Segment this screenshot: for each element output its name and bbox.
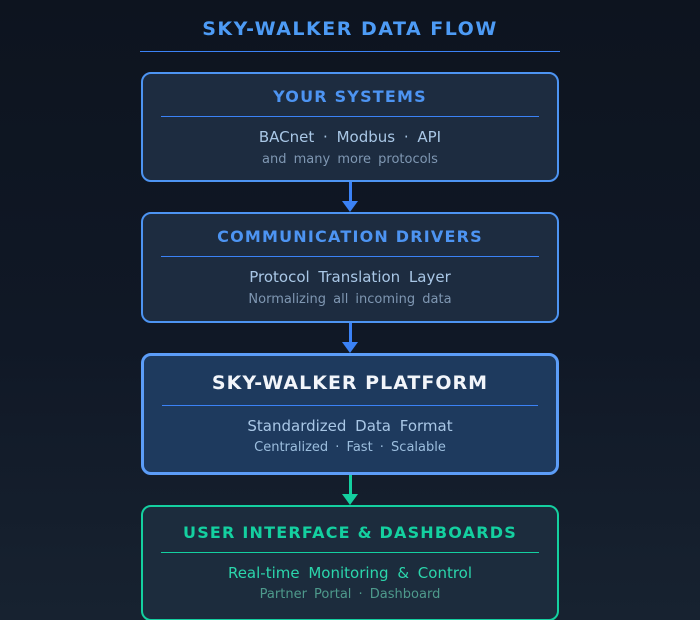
node-line1: Protocol Translation Layer bbox=[249, 268, 451, 287]
node-title: YOUR SYSTEMS bbox=[273, 87, 427, 106]
node-line1: Standardized Data Format bbox=[247, 416, 453, 435]
arrow-line bbox=[348, 322, 352, 342]
node-separator bbox=[161, 551, 539, 553]
arrow-down-icon bbox=[342, 201, 358, 213]
flow-arrow-2 bbox=[342, 322, 358, 353]
diagram-title: SKY-WALKER DATA FLOW bbox=[202, 18, 498, 40]
title-underline bbox=[140, 51, 560, 52]
flow-node-communication-drivers: COMMUNICATION DRIVERS Protocol Translati… bbox=[141, 212, 559, 323]
arrow-down-icon bbox=[342, 493, 358, 505]
flow-arrow-3 bbox=[342, 474, 358, 505]
flow-node-your-systems: YOUR SYSTEMS BACnet · Modbus · API and m… bbox=[141, 72, 559, 183]
arrow-line bbox=[348, 474, 352, 494]
node-separator bbox=[161, 256, 539, 258]
node-title: COMMUNICATION DRIVERS bbox=[217, 227, 483, 247]
node-separator bbox=[161, 116, 539, 117]
flow-node-user-interface-dashboards: USER INTERFACE & DASHBOARDS Real-time Mo… bbox=[141, 504, 559, 620]
node-line2: Centralized · Fast · Scalable bbox=[254, 440, 446, 456]
flow-node-sky-walker-platform: SKY-WALKER PLATFORM Standardized Data Fo… bbox=[141, 352, 559, 475]
node-line1: Real-time Monitoring & Control bbox=[227, 563, 473, 582]
node-line2: Normalizing all incoming data bbox=[248, 291, 452, 307]
node-title: USER INTERFACE & DASHBOARDS bbox=[183, 522, 517, 542]
flow-arrow-1 bbox=[342, 182, 358, 213]
node-separator bbox=[162, 404, 538, 406]
node-title: SKY-WALKER PLATFORM bbox=[211, 371, 489, 394]
node-line2: and many more protocols bbox=[262, 151, 438, 167]
arrow-down-icon bbox=[342, 341, 358, 353]
node-line2: Partner Portal · Dashboard bbox=[259, 587, 441, 603]
arrow-line bbox=[348, 182, 352, 202]
node-line1: BACnet · Modbus · API bbox=[258, 128, 442, 146]
